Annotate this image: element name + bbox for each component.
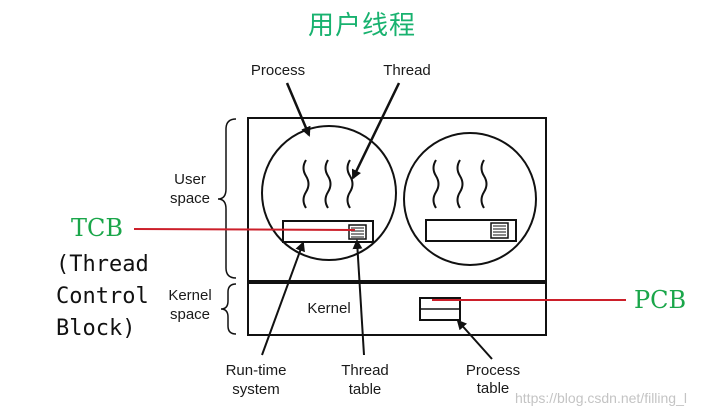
tcb-desc-line-2: Control <box>56 284 149 309</box>
tcb-desc-line-3: Block) <box>56 316 136 341</box>
thread-table-arrow <box>352 239 365 356</box>
process-table-arrow <box>456 319 493 360</box>
tcb-label: TCB <box>71 214 124 242</box>
thread-table-lines <box>351 227 364 238</box>
tcb-pointer-line <box>133 228 356 231</box>
thread-squiggles-2 <box>432 159 488 209</box>
thread-table-label-1: Thread <box>341 362 389 379</box>
runtime-system-box-2 <box>425 219 517 242</box>
user-space-brace <box>217 118 237 279</box>
kernel-space-box <box>247 282 547 336</box>
runtime-system-label-2: system <box>232 381 280 398</box>
process-label: Process <box>250 62 306 79</box>
process-table-label-1: Process <box>465 362 521 379</box>
pcb-label: PCB <box>634 286 687 314</box>
process-circle-1 <box>261 125 397 261</box>
kernel-space-label-2: space <box>169 306 211 323</box>
user-space-label-1: User <box>174 171 206 188</box>
runtime-arrow <box>261 241 305 356</box>
thread-table-box-2 <box>490 222 509 239</box>
user-space-box <box>247 117 547 282</box>
watermark: https://blog.csdn.net/filling_l <box>515 390 687 406</box>
thread-squiggles-1 <box>302 159 354 209</box>
thread-table-label-2: table <box>348 381 382 398</box>
kernel-label: Kernel <box>307 300 351 317</box>
thread-label: Thread <box>383 62 431 79</box>
process-circle-2 <box>403 132 537 266</box>
thread-arrow <box>351 82 401 180</box>
thread-table-lines-2 <box>493 225 506 236</box>
process-arrow <box>285 82 311 137</box>
thread-table-box <box>348 224 367 240</box>
kernel-space-brace <box>220 283 237 335</box>
runtime-system-label-1: Run-time <box>225 362 287 379</box>
diagram-title: 用户线程 <box>307 11 416 41</box>
kernel-space-label-1: Kernel <box>168 287 212 304</box>
runtime-system-box <box>282 220 374 243</box>
user-space-label-2: space <box>169 190 211 207</box>
process-table-label-2: table <box>476 380 510 397</box>
tcb-desc-line-1: (Thread <box>56 252 149 277</box>
